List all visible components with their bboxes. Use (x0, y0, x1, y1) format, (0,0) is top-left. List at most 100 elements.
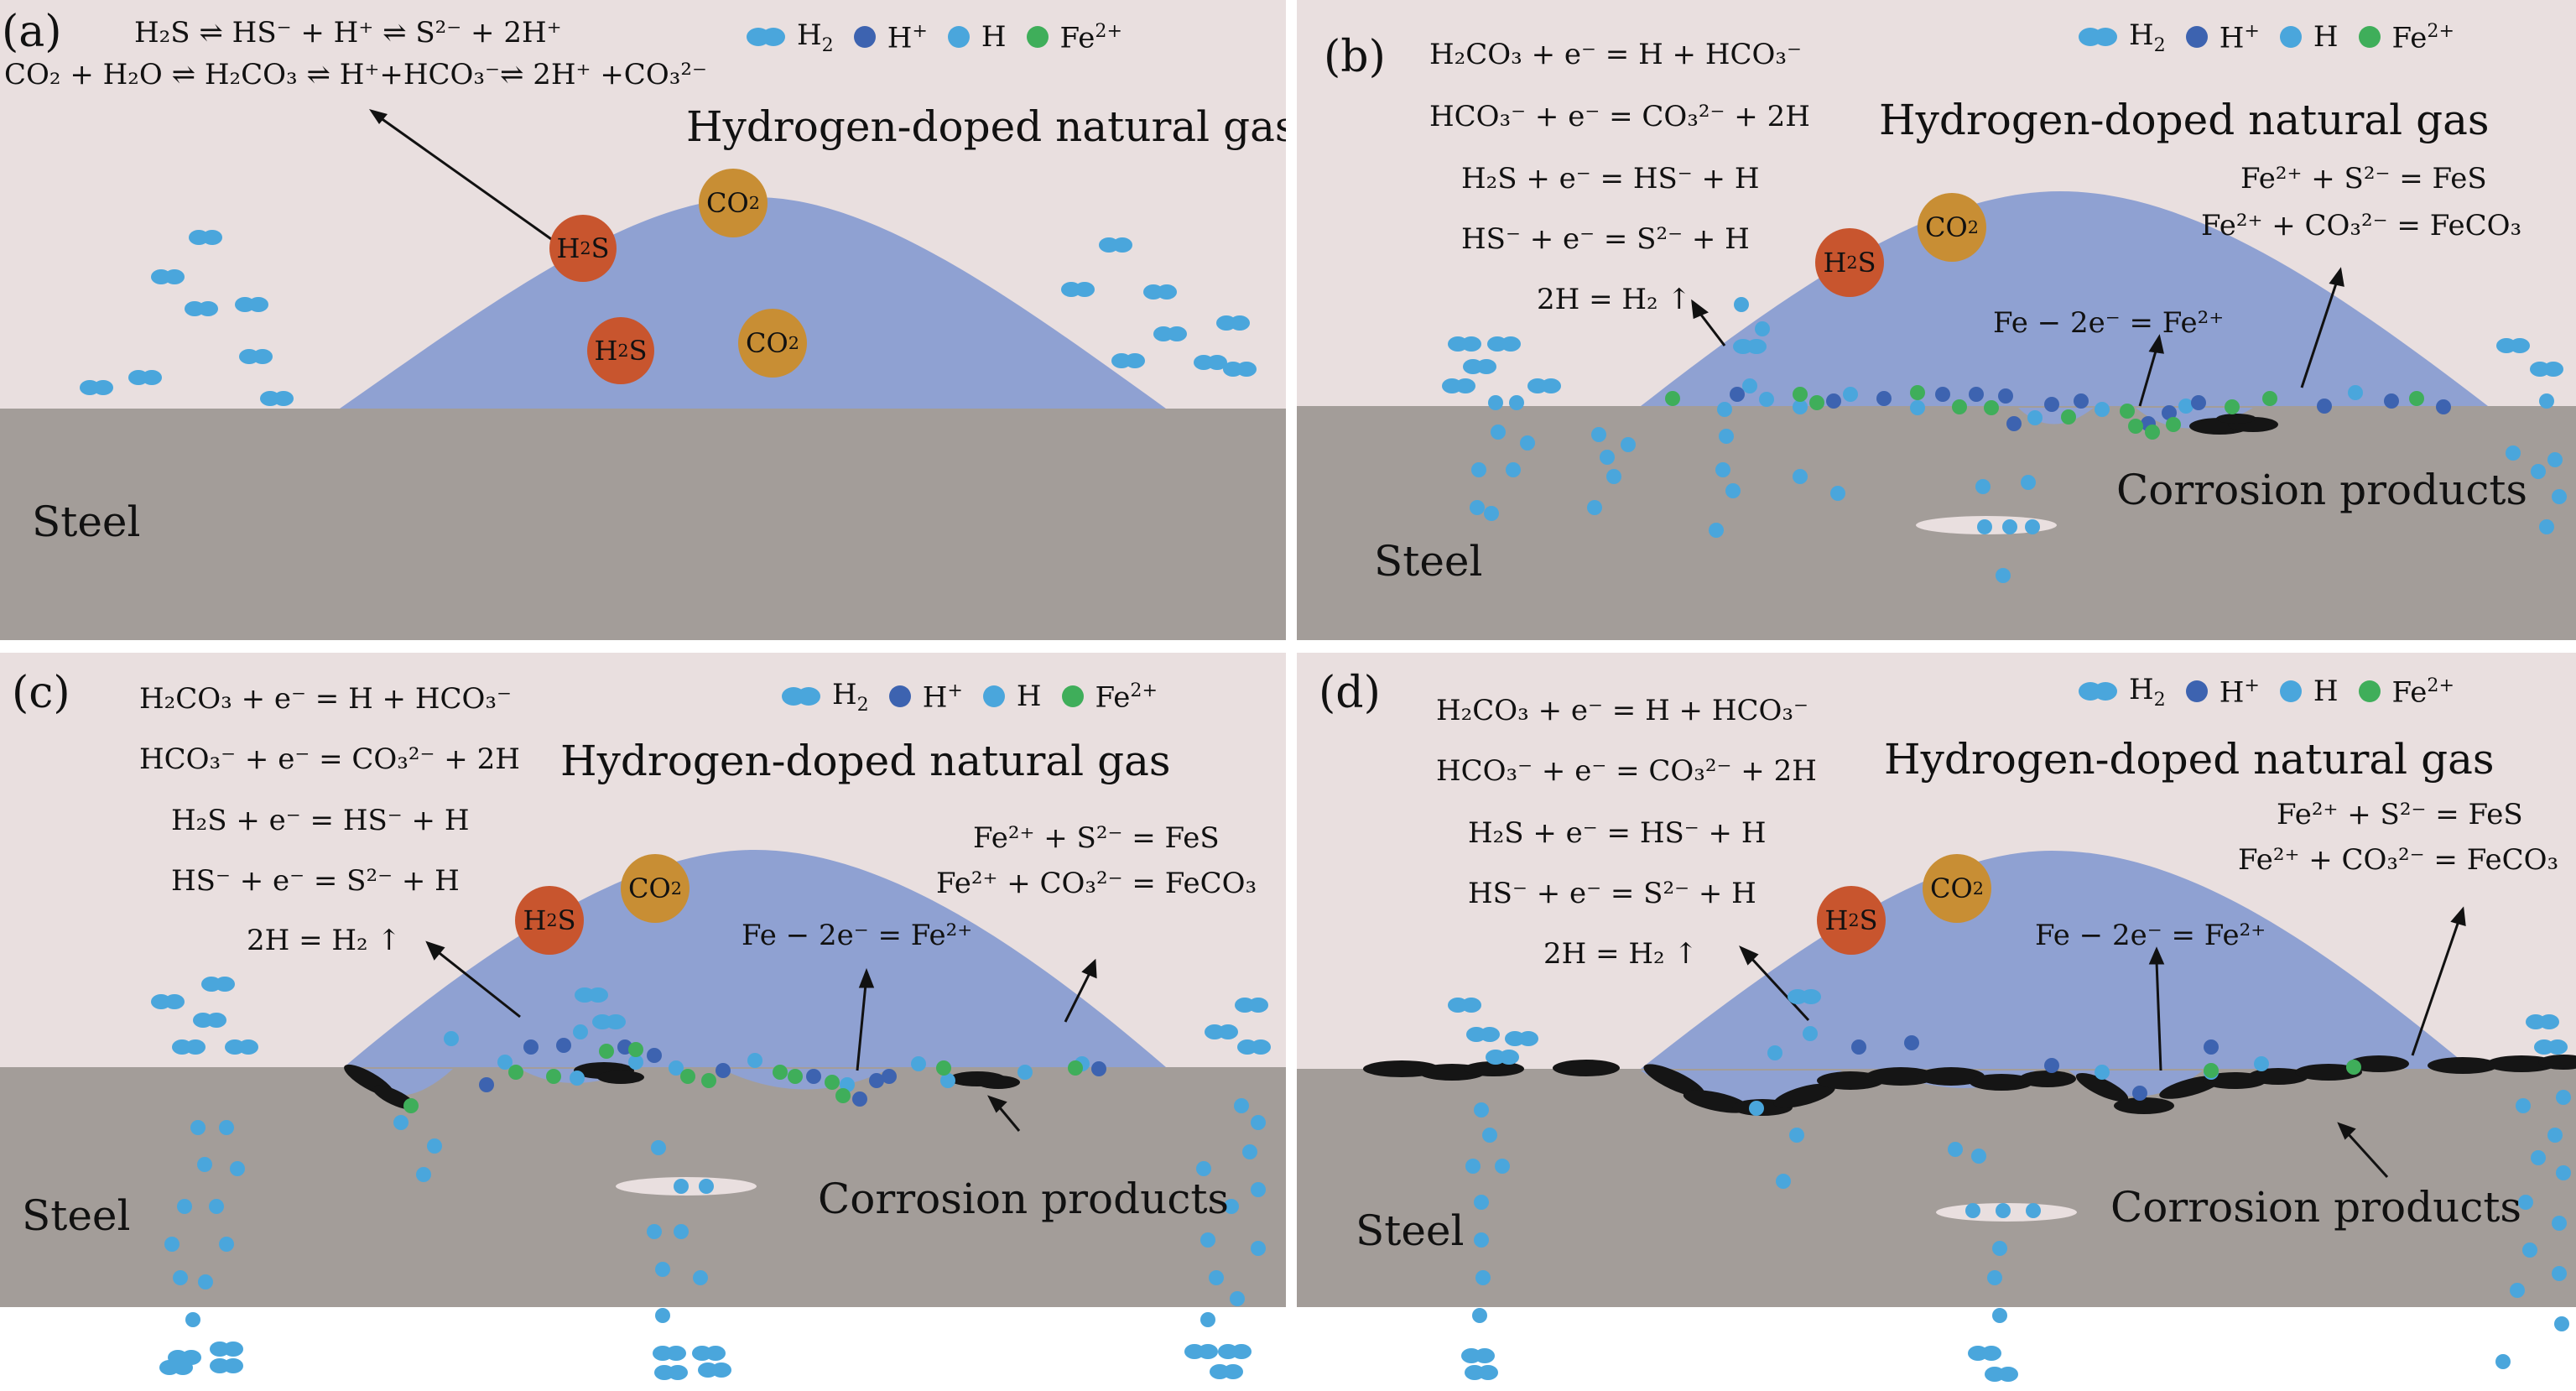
anodic-equation: Fe − 2e⁻ = Fe²⁺ (2035, 919, 2266, 952)
panel-d: (d) H₂CO₃ + e⁻ = H + HCO₃⁻ HCO₃⁻ + e⁻ = … (1297, 653, 2576, 1391)
cathodic-equation: H₂CO₃ + e⁻ = H + HCO₃⁻ (1436, 694, 1808, 727)
legend-fe: Fe2+ (2357, 20, 2454, 55)
legend-fe: Fe2+ (1060, 680, 1158, 714)
corrosion-product (344, 1062, 1020, 1110)
product-equation: Fe²⁺ + CO₃²⁻ = FeCO₃ (2201, 209, 2522, 242)
anodic-equation: Fe − 2e⁻ = Fe²⁺ (1993, 306, 2225, 340)
hplus-ions (479, 1038, 1106, 1107)
legend: H2 H+ H Fe2+ (780, 678, 1176, 716)
cathodic-equation: H₂S + e⁻ = HS⁻ + H (1468, 816, 1767, 850)
below-area (1297, 1307, 2576, 1391)
arrow (377, 114, 554, 242)
corrosion-product (1363, 1055, 2576, 1116)
panel-a: (a) H₂S ⇌ HS⁻ + H⁺ ⇌ S²⁻ + 2H⁺ CO₂ + H₂O… (0, 0, 1286, 640)
gas-dome (1641, 851, 2471, 1069)
product-equation: Fe²⁺ + S²⁻ = FeS (973, 821, 1220, 855)
legend-h: H (2278, 675, 2339, 708)
equation: H₂S ⇌ HS⁻ + H⁺ ⇌ S²⁻ + 2H⁺ (134, 16, 562, 49)
h2-molecules (1448, 989, 2568, 1382)
legend-h2: H2 (2077, 18, 2166, 56)
steel-label: Steel (32, 498, 141, 546)
fe2-ions (2204, 1060, 2361, 1078)
title: Hydrogen-doped natural gas (686, 102, 1286, 151)
product-equation: Fe²⁺ + S²⁻ = FeS (2240, 162, 2487, 195)
cathodic-equation: H₂CO₃ + e⁻ = H + HCO₃⁻ (1429, 38, 1802, 71)
legend-fe: Fe2+ (2357, 675, 2454, 709)
gas-dome (344, 850, 1166, 1067)
h2-molecules (80, 230, 1257, 406)
gas-dome (1641, 191, 2488, 406)
panel-c-graphics (151, 850, 1271, 1380)
cathodic-equation: HS⁻ + e⁻ = S²⁻ + H (1461, 222, 1750, 256)
h2-molecules (1442, 336, 2563, 393)
panel-d-graphics (1363, 851, 2576, 1382)
fe2-ions (403, 1042, 1083, 1113)
h-atoms-lower (1470, 395, 1535, 521)
panel-label: (d) (1319, 668, 1381, 718)
steel-label: Steel (1374, 537, 1483, 586)
product-equation: Fe²⁺ + S²⁻ = FeS (2277, 798, 2523, 831)
anodic-equation: Fe − 2e⁻ = Fe²⁺ (742, 919, 973, 952)
h-atoms (1465, 1026, 2571, 1331)
legend-hplus: H+ (852, 20, 928, 55)
cathodic-equation: HS⁻ + e⁻ = S²⁻ + H (1468, 877, 1756, 910)
legend-hplus: H+ (887, 680, 963, 714)
title: Hydrogen-doped natural gas (560, 737, 1171, 785)
cathodic-equation: HCO₃⁻ + e⁻ = CO₃²⁻ + 2H (1436, 754, 1817, 788)
cathodic-equation: HCO₃⁻ + e⁻ = CO₃²⁻ + 2H (1429, 100, 1810, 133)
title: Hydrogen-doped natural gas (1884, 735, 2495, 784)
cathodic-equation: 2H = H₂ ↑ (1543, 937, 1698, 971)
h-atoms (1587, 297, 2567, 583)
corrosion-product (2189, 414, 2278, 435)
legend: H2 H+ H Fe2+ (2077, 673, 2473, 711)
legend-hplus: H+ (2184, 20, 2260, 55)
steel-label: Steel (22, 1191, 131, 1240)
h-atoms (164, 1024, 1266, 1327)
cathodic-equation: HS⁻ + e⁻ = S²⁻ + H (171, 864, 460, 898)
product-equation: Fe²⁺ + CO₃²⁻ = FeCO₃ (2238, 843, 2559, 877)
cathodic-equation: 2H = H₂ ↑ (1537, 283, 1691, 316)
panel-label: (b) (1324, 32, 1386, 82)
corrosion-label: Corrosion products (2116, 466, 2528, 514)
cathodic-equation: H₂S + e⁻ = HS⁻ + H (1461, 162, 1760, 195)
legend-h: H (946, 20, 1007, 54)
legend-h: H (981, 680, 1042, 713)
corrosion-label: Corrosion products (818, 1175, 1230, 1223)
legend-h2: H2 (745, 18, 834, 56)
panel-b: (b) H₂CO₃ + e⁻ = H + HCO₃⁻ HCO₃⁻ + e⁻ = … (1297, 0, 2576, 640)
legend: H2 H+ H Fe2+ (745, 18, 1141, 56)
gas-dome (340, 197, 1166, 409)
h-atom (2495, 1354, 2511, 1369)
cathodic-equation: HCO₃⁻ + e⁻ = CO₃²⁻ + 2H (139, 742, 520, 776)
legend-hplus: H+ (2184, 675, 2260, 709)
product-equation: Fe²⁺ + CO₃²⁻ = FeCO₃ (936, 867, 1257, 900)
legend-h: H (2278, 20, 2339, 54)
hplus-ions (1730, 387, 2451, 431)
panel-a-graphics (80, 109, 1257, 409)
steel-label: Steel (1356, 1206, 1465, 1255)
legend-h2: H2 (2077, 673, 2166, 711)
hplus-ions (1851, 1035, 2219, 1101)
steel-substrate (0, 409, 1286, 640)
legend-h2: H2 (780, 678, 869, 716)
panel-label: (a) (2, 7, 62, 57)
panel-b-graphics (1442, 191, 2567, 583)
arrowhead (369, 109, 388, 124)
h2-molecules (151, 977, 1271, 1380)
steel-substrate (1297, 1069, 2576, 1307)
pit (721, 1069, 889, 1090)
fe2-ions (1665, 385, 2424, 440)
legend: H2 H+ H Fe2+ (2077, 18, 2473, 56)
panel-c: (c) H₂CO₃ + e⁻ = H + HCO₃⁻ HCO₃⁻ + e⁻ = … (0, 653, 1286, 1391)
cathodic-equation: H₂S + e⁻ = HS⁻ + H (171, 804, 470, 837)
panel-label: (c) (12, 668, 70, 718)
corrosion-label: Corrosion products (2110, 1183, 2522, 1232)
